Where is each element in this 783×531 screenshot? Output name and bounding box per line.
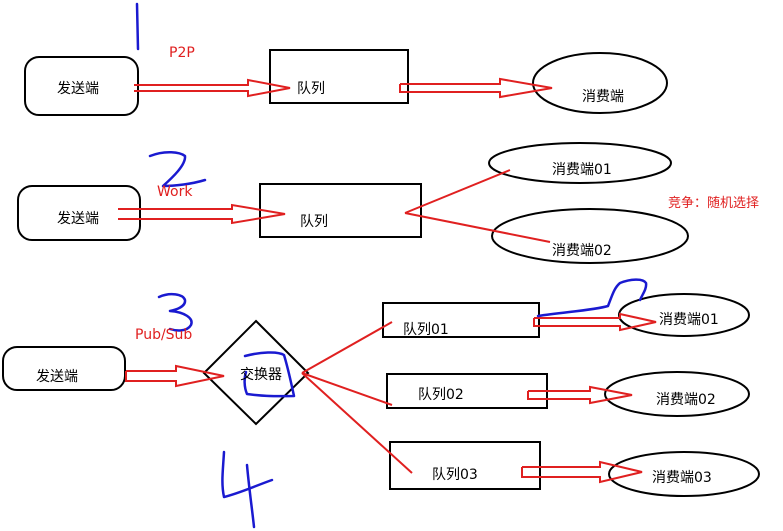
pubsub-mode-label: Pub/Sub: [135, 327, 193, 343]
pubsub-queue03-box: [389, 441, 541, 490]
pubsub-exchange-diamond: [202, 319, 310, 426]
p2p-queue-label: 队列: [297, 81, 325, 97]
p2p-arrow-producer-queue: [134, 78, 291, 98]
pubsub-consumer03-ellipse: [608, 451, 760, 497]
p2p-arrow-queue-consumer: [399, 77, 553, 99]
work-fork-lines: [404, 169, 551, 243]
work-mode-label: Work: [157, 184, 193, 200]
p2p-mode-label: P2P: [169, 45, 195, 61]
handwritten-number-2: [148, 151, 207, 188]
handwritten-number-3: [157, 292, 193, 332]
handwritten-exchange-scribble: [243, 351, 296, 398]
p2p-consumer-ellipse: [532, 52, 668, 114]
pubsub-consumer02-ellipse: [604, 371, 750, 417]
pubsub-arrow-queue03-consumer03: [521, 460, 643, 484]
pubsub-producer-box: [2, 346, 126, 391]
work-queue-box: [259, 183, 422, 238]
work-consumer01-label: 消费端01: [552, 162, 612, 178]
pubsub-arrow-queue01-consumer01: [533, 312, 657, 332]
p2p-consumer-label: 消费端: [582, 89, 624, 105]
pubsub-consumer02-label: 消费端02: [656, 392, 716, 408]
pubsub-queue03-label: 队列03: [432, 467, 478, 483]
work-consumer02-label: 消费端02: [552, 243, 612, 259]
pubsub-arrow-queue02-consumer02: [527, 385, 633, 405]
work-consumer02-ellipse: [491, 208, 689, 264]
work-competition-note: 竞争：随机选择: [668, 196, 760, 211]
handwritten-number-1: [135, 2, 140, 51]
work-consumer01-ellipse: [488, 142, 672, 184]
pubsub-consumer03-label: 消费端03: [652, 470, 712, 486]
work-producer-box: [17, 185, 141, 241]
p2p-producer-label: 发送端: [57, 81, 99, 97]
handwritten-number-4: [221, 450, 274, 529]
p2p-queue-box: [269, 49, 409, 104]
pubsub-arrow-producer-exchange: [125, 364, 225, 388]
pubsub-queue02-box: [386, 373, 548, 409]
pubsub-exchange-label: 交换器: [240, 367, 282, 383]
pubsub-consumer01-label: 消费端01: [659, 312, 719, 328]
pubsub-queue01-label: 队列01: [403, 322, 449, 338]
work-arrow-producer-queue: [118, 203, 286, 225]
pubsub-queue02-label: 队列02: [418, 387, 464, 403]
pubsub-queue01-box: [382, 302, 540, 338]
work-producer-label: 发送端: [57, 211, 99, 227]
pubsub-producer-label: 发送端: [36, 369, 78, 385]
handwritten-consumer-scribble: [536, 278, 648, 318]
pubsub-fanout-lines: [301, 321, 413, 474]
work-queue-label: 队列: [300, 214, 328, 230]
